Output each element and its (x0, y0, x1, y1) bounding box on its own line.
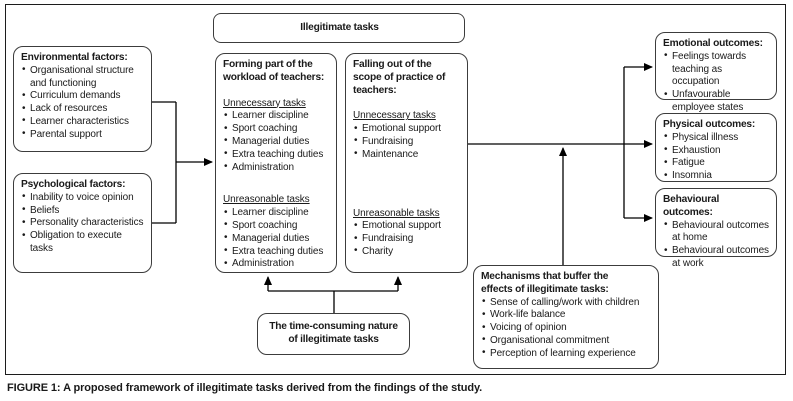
unreasonable-tasks-section: Unreasonable tasks Learner discipline Sp… (223, 194, 330, 271)
bullet-item: Administration (223, 161, 330, 175)
box-title: Physical outcomes: (663, 119, 756, 130)
bullet-item: Extra teaching duties (223, 245, 330, 259)
bullet-list: Sense of calling/work with children Work… (481, 296, 652, 361)
time-consuming-box: The time-consuming nature of illegitimat… (257, 313, 410, 355)
section-heading: Unreasonable tasks (223, 194, 310, 206)
bullet-list: Behavioural outcomes at home Behavioural… (663, 219, 770, 271)
bullet-item: Perception of learning experience (481, 347, 652, 361)
illegitimate-tasks-box: Illegitimate tasks (213, 13, 465, 43)
bullet-item: Learner discipline (223, 207, 330, 220)
bullet-item: Insomnia (663, 170, 770, 183)
bullet-list: Emotional support Fundraising Maintenanc… (353, 123, 461, 161)
bullet-item: Maintenance (353, 148, 461, 162)
bullet-item: Fundraising (353, 135, 461, 149)
bullet-list: Feelings towards teaching as occupation … (663, 50, 770, 115)
bullet-list: Learner discipline Sport coaching Manage… (223, 110, 330, 174)
emotional-outcomes-box: Emotional outcomes: Feelings towards tea… (655, 32, 777, 113)
bullet-item: Managerial duties (223, 135, 330, 149)
box-title: Falling out of the scope of practice of … (353, 59, 446, 96)
box-title: Environmental factors: (21, 52, 128, 63)
bullet-item: Charity (353, 245, 461, 259)
bullet-item: Extra teaching duties (223, 148, 330, 162)
bullet-list: Emotional support Fundraising Charity (353, 220, 461, 258)
bullet-item: Obligation to execute tasks (21, 230, 145, 256)
buffer-mechanisms-box: Mechanisms that buffer the effects of il… (473, 265, 659, 369)
section-heading: Unreasonable tasks (353, 207, 440, 219)
psychological-factors-box: Psychological factors: Inability to voic… (13, 173, 152, 273)
bullet-item: Managerial duties (223, 232, 330, 246)
bullet-item: Unfavourable employee states (663, 89, 770, 115)
bullet-item: Behavioural outcomes at work (663, 245, 770, 271)
bullet-item: Feelings towards teaching as occupation (663, 50, 770, 89)
bullet-item: Sport coaching (223, 123, 330, 136)
section-heading: Unnecessary tasks (223, 97, 306, 109)
box-title: Forming part of the workload of teachers… (223, 59, 325, 83)
bullet-item: Personality characteristics (21, 217, 145, 230)
bullet-item: Behavioural outcomes at home (663, 219, 770, 246)
unreasonable-tasks-section: Unreasonable tasks Emotional support Fun… (353, 208, 461, 259)
figure-caption-label: FIGURE 1: (7, 382, 61, 394)
bullet-item: Physical illness (663, 131, 770, 145)
bullet-item: Inability to voice opinion (21, 191, 145, 205)
bullet-list: Learner discipline Sport coaching Manage… (223, 207, 330, 271)
figure-caption: FIGURE 1: A proposed framework of illegi… (7, 382, 482, 394)
bullet-item: Voicing of opinion (481, 322, 652, 335)
time-consuming-label: The time-consuming nature of illegitimat… (269, 321, 398, 345)
bullet-item: Work-life balance (481, 309, 652, 322)
behavioural-outcomes-box: Behavioural outcomes: Behavioural outcom… (655, 188, 777, 269)
bullet-list: Organisational structure and functioning… (21, 64, 145, 142)
bullet-item: Organisational structure and functioning (21, 64, 145, 91)
bullet-list: Physical illness Exhaustion Fatigue Inso… (663, 131, 770, 183)
forming-workload-box: Forming part of the workload of teachers… (215, 53, 337, 273)
bullet-list: Inability to voice opinion Beliefs Perso… (21, 191, 145, 256)
bullet-item: Fundraising (353, 233, 461, 246)
unnecessary-tasks-section: Unnecessary tasks Learner discipline Spo… (223, 98, 330, 175)
environmental-factors-box: Environmental factors: Organisational st… (13, 46, 152, 152)
falling-out-scope-box: Falling out of the scope of practice of … (345, 53, 468, 273)
box-title: Mechanisms that buffer the effects of il… (481, 271, 609, 295)
unnecessary-tasks-section: Unnecessary tasks Emotional support Fund… (353, 110, 461, 161)
bullet-item: Sport coaching (223, 219, 330, 233)
box-title: Psychological factors: (21, 179, 126, 190)
diagram-frame (5, 4, 786, 375)
bullet-item: Fatigue (663, 157, 770, 170)
bullet-item: Lack of resources (21, 103, 145, 116)
bullet-item: Sense of calling/work with children (481, 296, 652, 310)
bullet-item: Organisational commitment (481, 334, 652, 348)
illegitimate-tasks-label: Illegitimate tasks (300, 22, 379, 34)
box-title: Behavioural outcomes: (663, 194, 720, 218)
bullet-item: Exhaustion (663, 144, 770, 158)
bullet-item: Administration (223, 258, 330, 271)
bullet-item: Curriculum demands (21, 90, 145, 103)
bullet-item: Beliefs (21, 204, 145, 218)
bullet-item: Learner discipline (223, 110, 330, 123)
bullet-item: Learner characteristics (21, 115, 145, 129)
bullet-item: Emotional support (353, 220, 461, 233)
box-title: Emotional outcomes: (663, 38, 763, 49)
section-heading: Unnecessary tasks (353, 110, 436, 122)
physical-outcomes-box: Physical outcomes: Physical illness Exha… (655, 113, 777, 182)
bullet-item: Parental support (21, 128, 145, 142)
figure-caption-text: A proposed framework of illegitimate tas… (63, 382, 483, 394)
bullet-item: Emotional support (353, 123, 461, 136)
